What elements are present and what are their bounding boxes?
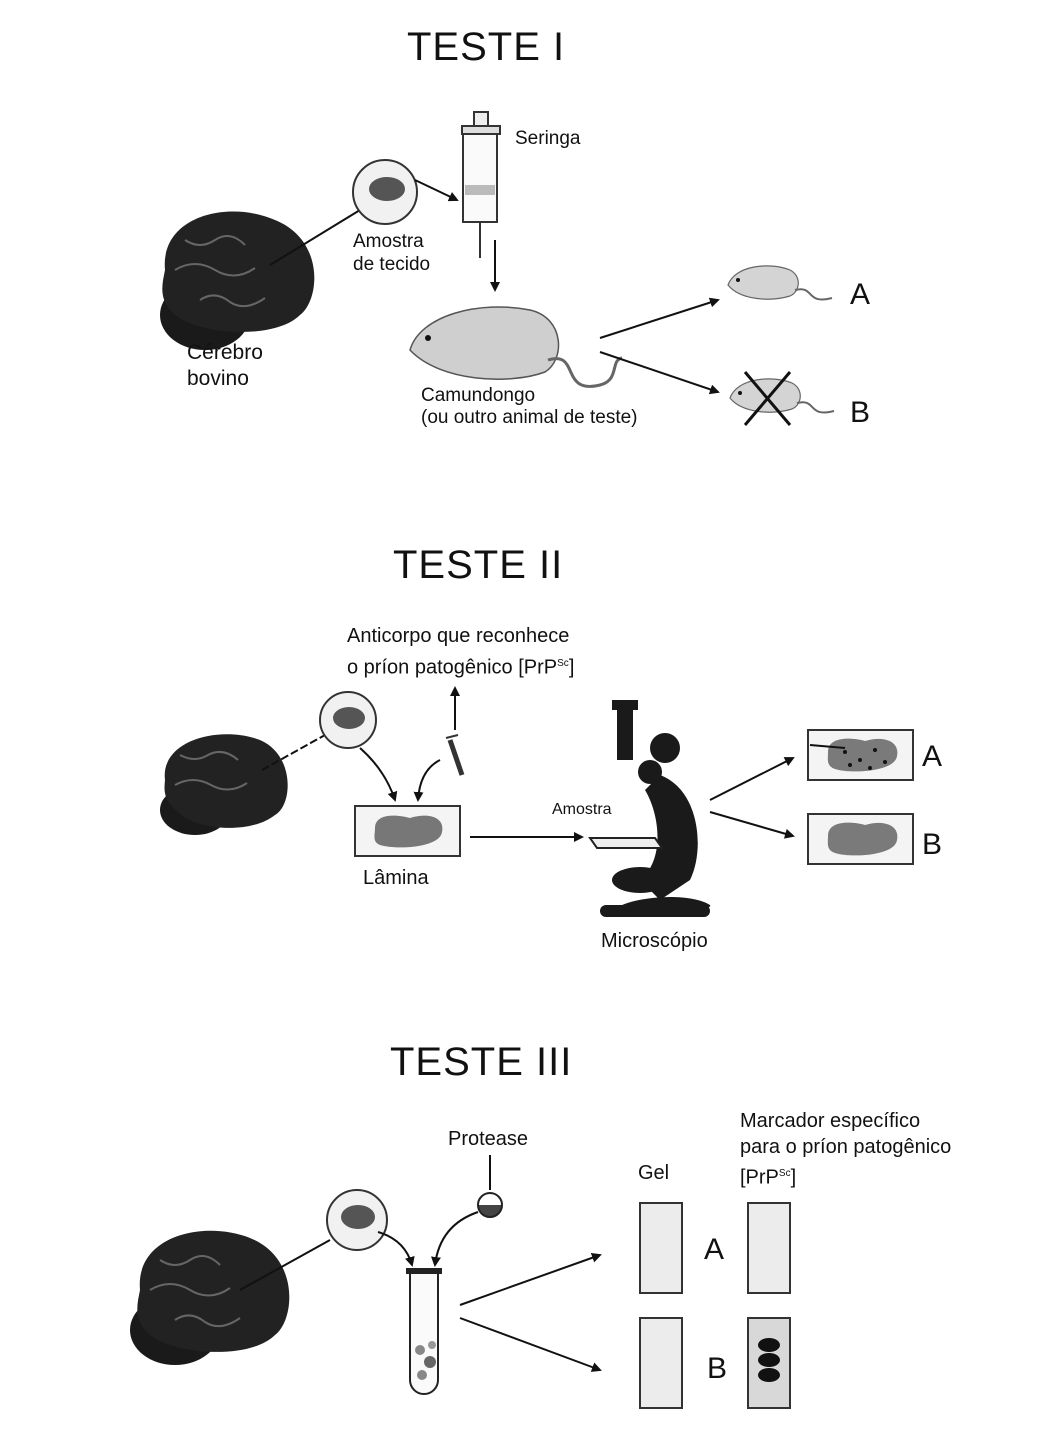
- test3-result-b: B: [707, 1352, 728, 1385]
- sample-label-line2: de tecido: [353, 254, 431, 275]
- syringe-icon: [461, 111, 501, 258]
- test3-title: TESTE III: [390, 1040, 573, 1084]
- test2-title: TESTE II: [393, 543, 564, 587]
- test1-result-b: B: [850, 396, 871, 429]
- arrow-to-gel-b: [459, 1317, 602, 1372]
- test1-title: TESTE I: [407, 25, 566, 69]
- marker-strip-b: [747, 1317, 791, 1409]
- brain-to-sample-line-1: [269, 209, 361, 266]
- brain-illustration-1: [160, 211, 315, 350]
- arrow-to-result-b-1: [599, 351, 720, 395]
- result-slide-a: [807, 729, 914, 781]
- mouse-label-line2: (ou outro animal de teste): [421, 407, 638, 428]
- microscope-icon: [588, 700, 711, 917]
- sample-circle-2: [319, 691, 377, 749]
- marker-label-line2: para o príon patogênico: [740, 1136, 952, 1158]
- protease-label: Protease: [448, 1128, 529, 1150]
- sample-label-line1: Amostra: [353, 231, 424, 252]
- brain-illustration-3: [130, 1230, 290, 1365]
- test2-result-b: B: [922, 828, 943, 861]
- brain-label-line2: bovino: [187, 367, 249, 390]
- slide-label: Lâmina: [363, 867, 429, 889]
- arrow-sample-to-tube: [377, 1231, 415, 1267]
- gel-label: Gel: [638, 1162, 670, 1184]
- brain-illustration-2: [160, 734, 288, 835]
- marker-strip-a: [747, 1202, 791, 1294]
- protease-icon: [477, 1192, 503, 1218]
- gel-b: [639, 1317, 683, 1409]
- small-mouse-dead-icon: [729, 371, 835, 426]
- slide-icon: [354, 805, 461, 857]
- small-mouse-alive-icon: [727, 265, 833, 301]
- sample-circle-3: [326, 1189, 388, 1251]
- arrow-to-result-a-1: [599, 297, 720, 339]
- microscope-sample-label: Amostra: [552, 801, 612, 818]
- gel-a: [639, 1202, 683, 1294]
- marker-label-line3: [PrPSc]: [740, 1166, 797, 1189]
- test-tube-icon: [406, 1268, 442, 1395]
- sample-circle-1: [352, 159, 418, 225]
- mouse-icon: [409, 306, 623, 388]
- arrow-protease-to-tube: [431, 1211, 479, 1267]
- arrow-to-gel-a: [459, 1252, 602, 1306]
- marker-label-line1: Marcador específico: [740, 1110, 921, 1132]
- arrow-to-result-b-2: [709, 811, 795, 839]
- arrow-sample-to-slide: [359, 747, 398, 802]
- test2-result-a: A: [922, 740, 943, 773]
- antibody-dropper-icon: [445, 734, 465, 776]
- antibody-label-line2: o príon patogênico [PrPSc]: [347, 656, 575, 679]
- arrow-antibody-to-slide: [413, 759, 441, 802]
- result-slide-b: [807, 813, 914, 865]
- brain-to-sample-line-3: [239, 1239, 331, 1291]
- test1-result-a: A: [850, 278, 871, 311]
- antibody-label-line1: Anticorpo que reconhece: [347, 625, 570, 647]
- test3-result-a: A: [704, 1233, 725, 1266]
- syringe-label: Seringa: [515, 128, 581, 149]
- mouse-label-line1: Camundongo: [421, 385, 536, 406]
- arrow-sample-to-syringe: [414, 179, 459, 202]
- microscope-label: Microscópio: [601, 930, 708, 952]
- brain-label-line1: Cérebro: [187, 341, 263, 364]
- arrow-to-result-a-2: [709, 757, 795, 801]
- brain-to-sample-line-2: [261, 734, 326, 771]
